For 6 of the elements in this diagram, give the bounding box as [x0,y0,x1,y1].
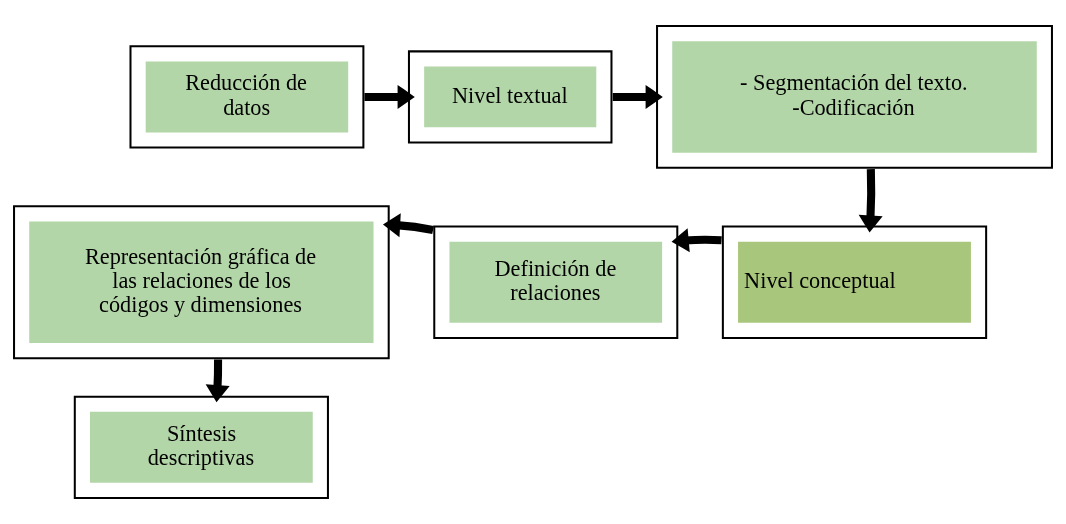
arrow [205,359,230,403]
arrow [612,84,663,109]
arrow [858,168,883,233]
arrow [364,84,415,109]
arrow [382,213,434,238]
arrow [671,228,722,253]
